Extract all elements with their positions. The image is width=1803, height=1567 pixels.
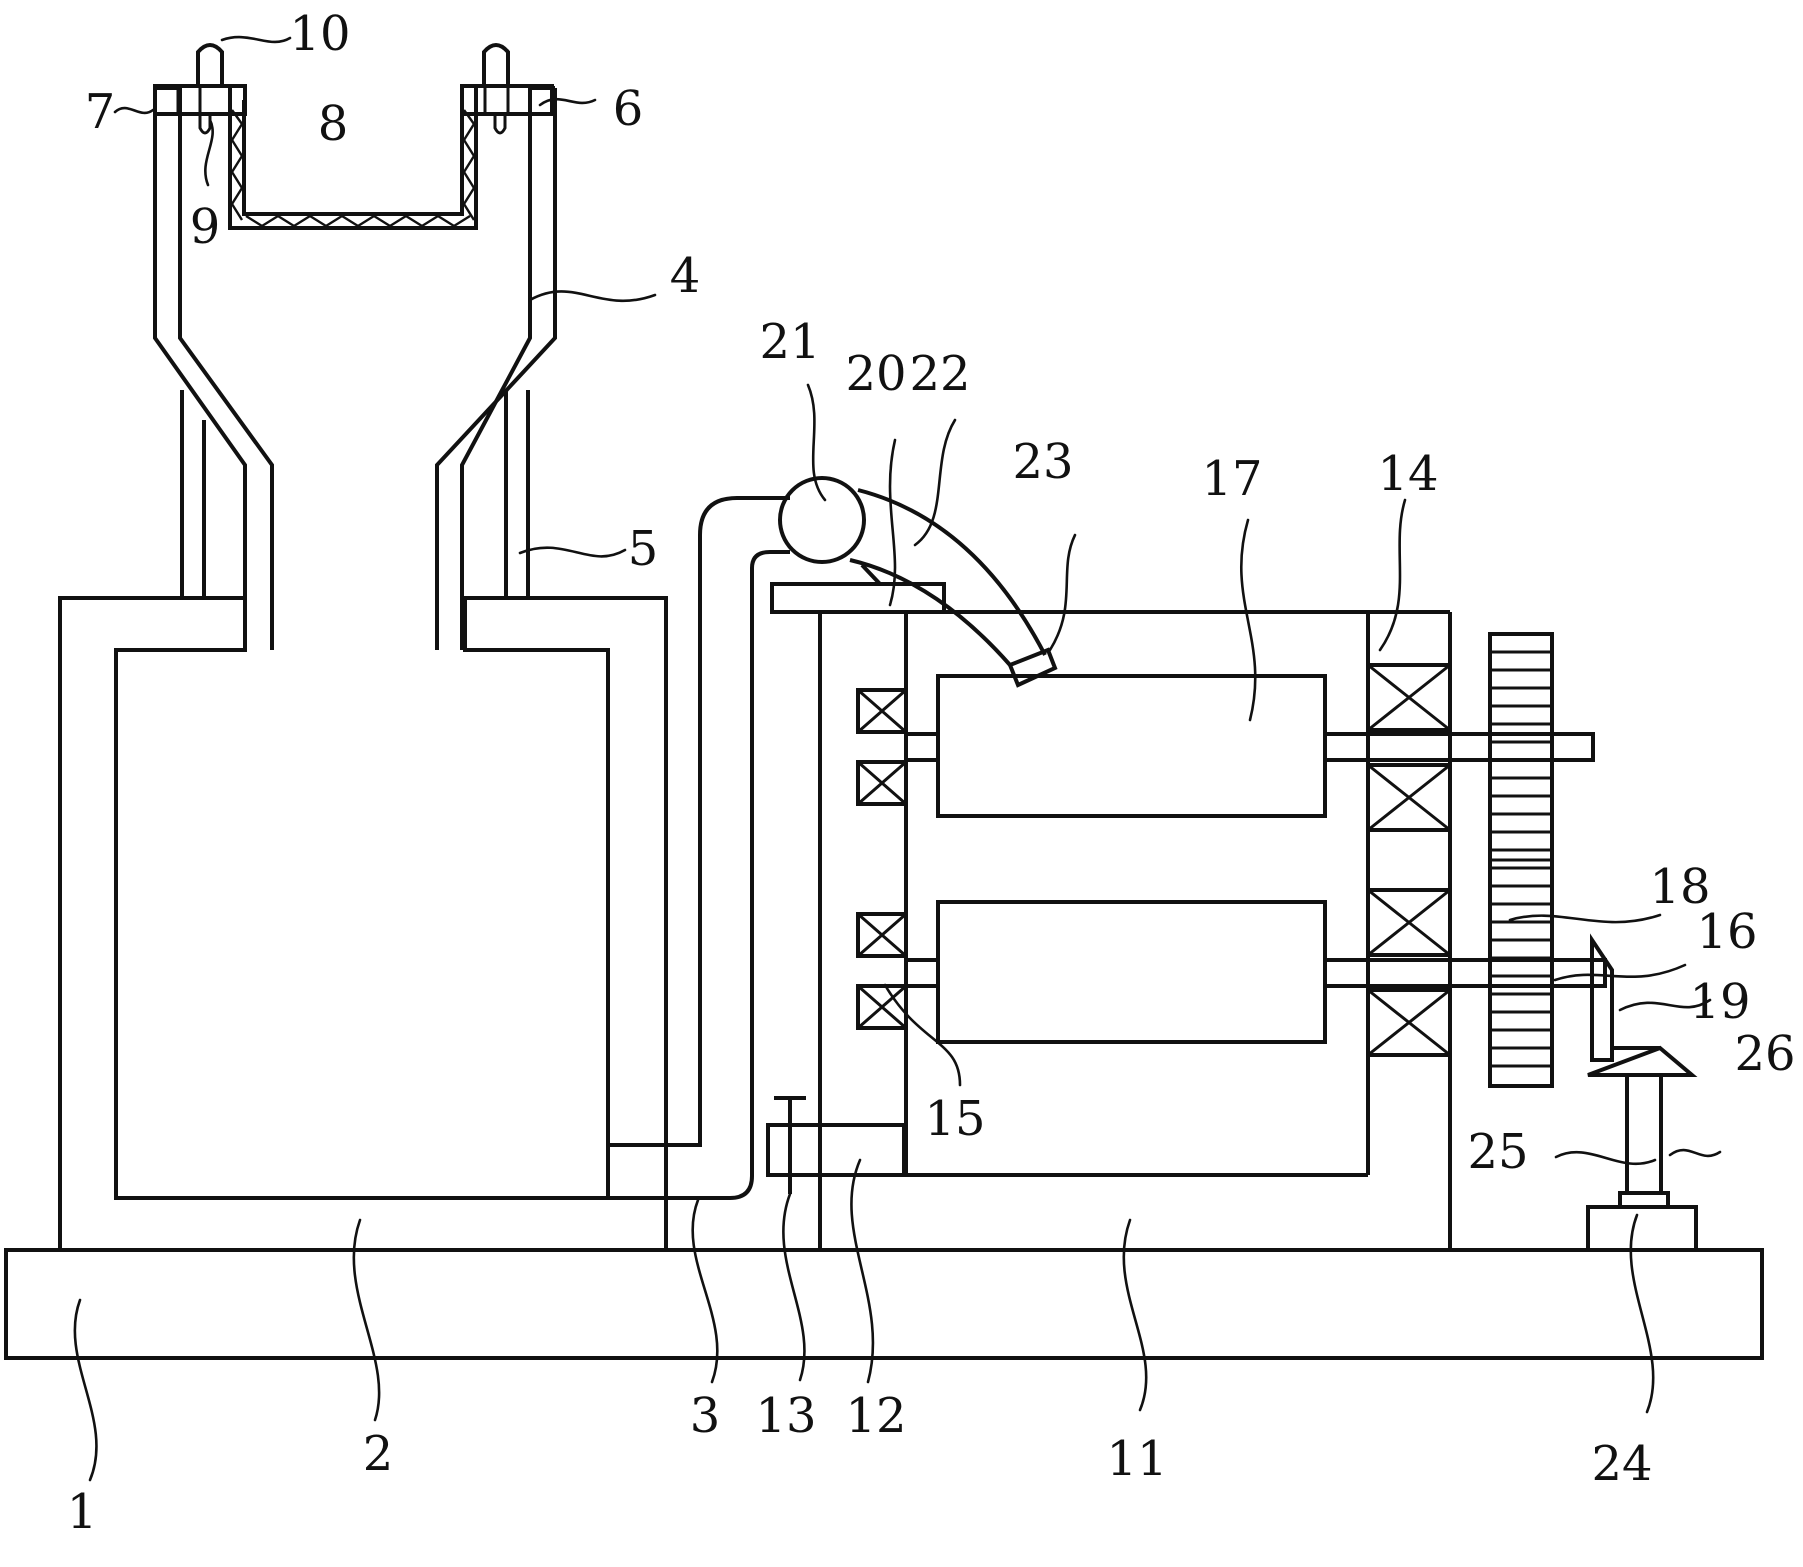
label-26: 26	[1734, 1026, 1795, 1082]
label-16: 16	[1696, 904, 1757, 960]
leader-lines	[73, 35, 1722, 1482]
label-25: 25	[1467, 1124, 1528, 1180]
gear	[1488, 632, 1554, 1088]
frame	[818, 610, 1452, 1250]
tank	[58, 596, 668, 1250]
label-20: 20	[845, 346, 906, 402]
label-18: 18	[1649, 859, 1710, 915]
pipe	[608, 496, 790, 1200]
label-2: 2	[363, 1426, 394, 1482]
callout-labels: 1 2 3 4 5 6 7 8 9 10 11 12 13 14 15 16 1…	[67, 6, 1796, 1540]
motor	[1586, 1205, 1698, 1252]
label-8: 8	[318, 96, 349, 152]
left-knob	[196, 43, 224, 86]
label-1: 1	[67, 1484, 98, 1540]
valve-handle	[774, 1096, 806, 1194]
right-knob	[482, 43, 510, 86]
label-22: 22	[909, 346, 970, 402]
support-rods	[180, 390, 530, 598]
label-15: 15	[924, 1091, 985, 1147]
base-plate	[4, 1248, 1764, 1360]
label-13: 13	[755, 1388, 816, 1444]
upper-roller	[936, 674, 1327, 818]
label-11: 11	[1106, 1431, 1167, 1487]
label-5: 5	[628, 521, 659, 577]
pump-support	[770, 582, 946, 614]
label-17: 17	[1201, 451, 1262, 507]
spray-pipe	[849, 488, 1047, 667]
label-7: 7	[85, 84, 116, 140]
label-12: 12	[845, 1388, 906, 1444]
left-bearings	[856, 688, 908, 1030]
lower-roller	[936, 900, 1327, 1044]
label-3: 3	[690, 1388, 721, 1444]
label-6: 6	[613, 81, 644, 137]
label-23: 23	[1012, 434, 1073, 490]
motor-shaft	[1618, 1073, 1670, 1209]
right-bearings	[1366, 663, 1452, 1057]
label-14: 14	[1377, 446, 1438, 502]
label-9: 9	[190, 199, 221, 255]
filter-screen	[228, 88, 478, 230]
label-19: 19	[1689, 974, 1750, 1030]
label-10: 10	[289, 6, 350, 62]
nozzle	[1007, 647, 1058, 688]
valve	[766, 1123, 906, 1177]
label-4: 4	[670, 248, 701, 304]
label-24: 24	[1591, 1436, 1652, 1492]
label-21: 21	[759, 314, 820, 370]
pump	[778, 476, 866, 564]
hopper	[153, 86, 557, 650]
